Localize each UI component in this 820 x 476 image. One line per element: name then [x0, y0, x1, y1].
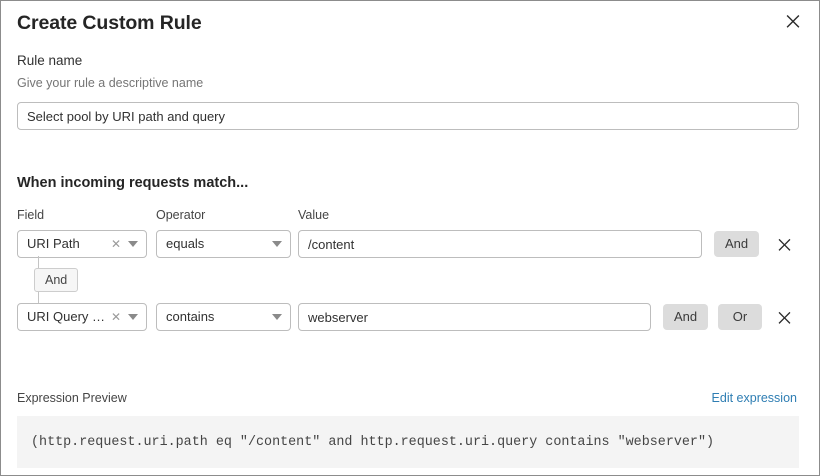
edit-expression-link[interactable]: Edit expression	[711, 391, 797, 405]
operator-select-2[interactable]: contains	[156, 303, 291, 331]
chevron-down-icon	[272, 241, 282, 247]
close-icon[interactable]	[783, 11, 803, 31]
clear-icon[interactable]: ✕	[110, 237, 121, 251]
remove-condition-button-row-2[interactable]	[773, 303, 795, 331]
operator-select-1-value: equals	[166, 236, 205, 251]
field-select-1-value: URI Path	[27, 236, 80, 251]
value-input-1[interactable]	[298, 230, 702, 258]
operator-select-1[interactable]: equals	[156, 230, 291, 258]
or-button-row-2[interactable]: Or	[718, 304, 762, 330]
column-header-value: Value	[298, 208, 330, 222]
column-header-field: Field	[17, 208, 45, 222]
condition-connector: And	[34, 256, 174, 306]
chevron-down-icon	[128, 241, 138, 247]
close-icon	[778, 238, 790, 251]
connector-and-badge[interactable]: And	[34, 268, 79, 292]
chevron-down-icon	[272, 314, 282, 320]
dialog-header: Create Custom Rule	[17, 9, 803, 43]
operator-select-2-value: contains	[166, 309, 215, 324]
close-icon	[778, 311, 790, 324]
page-title: Create Custom Rule	[17, 12, 202, 34]
expression-code-box: (http.request.uri.path eq "/content" and…	[17, 416, 799, 468]
expression-code-text: (http.request.uri.path eq "/content" and…	[31, 434, 715, 450]
rule-name-label: Rule name	[17, 53, 83, 68]
rule-name-input[interactable]	[17, 102, 799, 130]
field-select-2-value: URI Query St...	[27, 309, 109, 324]
match-section-heading: When incoming requests match...	[17, 175, 249, 191]
column-header-operator: Operator	[156, 208, 206, 222]
rule-name-help-text: Give your rule a descriptive name	[17, 76, 204, 90]
field-select-1[interactable]: URI Path ✕	[17, 230, 147, 258]
clear-icon[interactable]: ✕	[110, 310, 121, 324]
and-button-row-2[interactable]: And	[663, 304, 709, 330]
remove-condition-button-row-1[interactable]	[773, 230, 795, 258]
expression-preview-label: Expression Preview	[17, 391, 127, 405]
field-select-2[interactable]: URI Query St... ✕	[17, 303, 147, 331]
close-icon-glyph	[786, 15, 800, 28]
and-button-row-1[interactable]: And	[714, 231, 760, 257]
connector-line-top	[38, 256, 39, 268]
connector-line-bottom	[38, 292, 39, 304]
value-input-2[interactable]	[298, 303, 651, 331]
chevron-down-icon	[128, 314, 138, 320]
